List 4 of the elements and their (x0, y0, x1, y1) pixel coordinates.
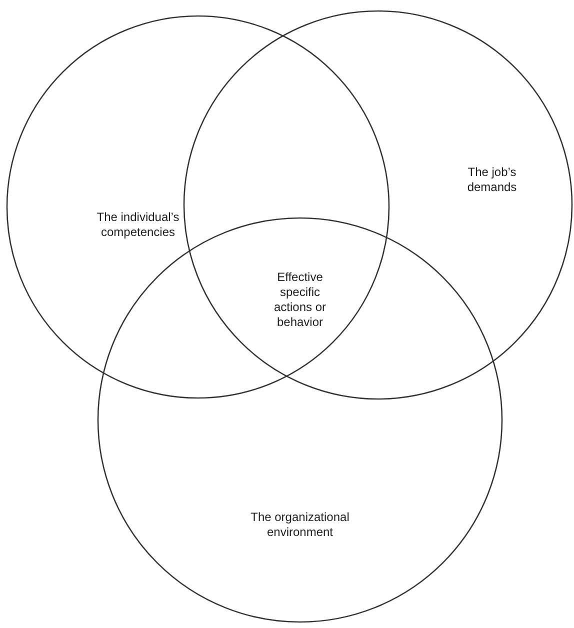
circle-label: The organizational environment (250, 510, 350, 540)
circle-label: The individual’s competencies (96, 210, 180, 240)
intersection-label: Effective specific actions or behavior (272, 270, 328, 330)
circle-label: The job’s demands (466, 165, 518, 195)
